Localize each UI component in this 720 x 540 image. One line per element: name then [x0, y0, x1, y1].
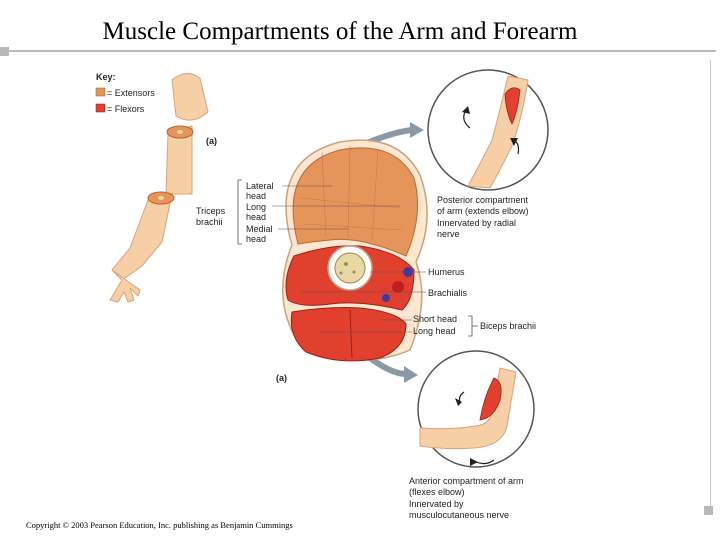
head-medial-1: Medial	[246, 224, 273, 234]
biceps-inset	[479, 377, 502, 421]
key-label-flexors: = Flexors	[107, 104, 145, 114]
head-long-2: head	[246, 212, 266, 222]
posterior-line1: Posterior compartment	[437, 195, 529, 205]
anterior-line1: Anterior compartment of arm	[409, 476, 524, 486]
corner-square-top-left	[0, 47, 9, 56]
posterior-line4: nerve	[437, 229, 460, 239]
label-brachialis: Brachialis	[428, 288, 468, 298]
right-divider	[710, 60, 711, 506]
triceps-label-line2: brachii	[196, 217, 223, 227]
flexed-arm	[419, 367, 517, 450]
corner-square-bottom-right	[704, 506, 713, 515]
label-long-head: Long head	[413, 326, 456, 336]
upper-arm-segment	[171, 73, 209, 121]
flexion-circle	[417, 350, 535, 468]
panel-marker-top: (a)	[206, 136, 217, 146]
triceps-label-block: Triceps brachii Lateral head Long head M…	[196, 179, 400, 245]
anterior-line4: musculocutaneous nerve	[409, 510, 509, 520]
label-humerus: Humerus	[428, 267, 465, 277]
label-short-head: Short head	[413, 314, 457, 324]
slide-title: Muscle Compartments of the Arm and Forea…	[102, 18, 578, 45]
hand	[109, 269, 141, 303]
triceps-inset	[504, 87, 521, 125]
posterior-line2: of arm (extends elbow)	[437, 206, 529, 216]
key-heading: Key:	[96, 72, 116, 82]
anterior-line2: (flexes elbow)	[409, 487, 465, 497]
arm-cross-section	[281, 139, 428, 362]
panel-marker-bottom: (a)	[276, 373, 287, 383]
biceps-bracket	[468, 315, 478, 337]
head-long-1: Long	[246, 202, 266, 212]
copyright-notice: Copyright © 2003 Pearson Education, Inc.…	[26, 520, 293, 530]
vessel-blue-small	[382, 294, 390, 302]
extension-inset	[427, 69, 549, 191]
label-biceps-brachii: Biceps brachii	[480, 321, 536, 331]
head-medial-2: head	[246, 234, 266, 244]
forearm-segment	[111, 193, 173, 281]
posterior-compartment	[292, 147, 419, 257]
arm-illustration	[109, 73, 209, 303]
humerus-marrow	[334, 252, 366, 284]
head-lateral-2: head	[246, 191, 266, 201]
title-rule	[8, 50, 716, 52]
key-label-extensors: = Extensors	[107, 88, 155, 98]
biceps-brachii-muscle	[290, 307, 407, 362]
arrow-to-anterior	[368, 355, 407, 377]
key-swatch-flexors	[95, 103, 106, 113]
triceps-bracket	[237, 179, 242, 245]
posterior-line3: Innervated by radial	[437, 218, 516, 228]
head-lateral-1: Lateral	[246, 181, 274, 191]
flexion-inset	[417, 350, 535, 468]
triceps-label-line1: Triceps	[196, 206, 226, 216]
anterior-line3: Innervated by	[409, 499, 464, 509]
vessel-red	[392, 281, 404, 293]
key-swatch-extensors	[95, 87, 106, 97]
